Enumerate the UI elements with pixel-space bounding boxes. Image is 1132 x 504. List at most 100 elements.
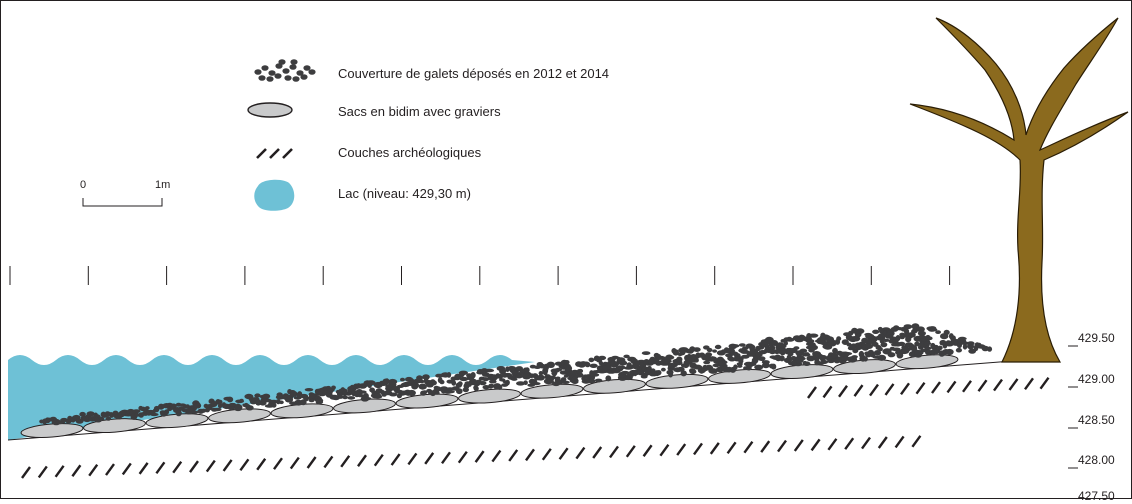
pebble bbox=[836, 336, 842, 341]
archaeological-layer-lower bbox=[21, 435, 922, 479]
pebble bbox=[451, 380, 457, 386]
hatch-mark bbox=[838, 385, 848, 398]
gravel-bag bbox=[645, 373, 709, 389]
pebble bbox=[779, 355, 785, 362]
pebble bbox=[686, 348, 694, 354]
pebble bbox=[605, 375, 612, 382]
hatch-mark bbox=[71, 464, 82, 477]
hatch-mark bbox=[1039, 376, 1050, 390]
pebble bbox=[872, 329, 880, 334]
pebble bbox=[577, 362, 585, 368]
pebble bbox=[957, 336, 967, 341]
pebble bbox=[676, 366, 685, 372]
hatch-mark bbox=[88, 463, 99, 477]
hatch-mark bbox=[869, 383, 879, 397]
pebble bbox=[380, 390, 386, 396]
pebble bbox=[331, 395, 339, 400]
gravel-bag bbox=[458, 388, 521, 404]
pebble bbox=[363, 397, 372, 401]
hatch-mark bbox=[807, 386, 817, 399]
pebble bbox=[881, 338, 890, 342]
pebble bbox=[799, 348, 808, 353]
pebble bbox=[968, 348, 977, 354]
pebble bbox=[488, 383, 495, 388]
pebble bbox=[689, 369, 697, 375]
hatch-mark bbox=[793, 439, 804, 452]
gravel-bag bbox=[708, 369, 771, 384]
hatch-mark bbox=[424, 452, 435, 465]
pebble bbox=[911, 323, 920, 330]
pebble bbox=[689, 354, 698, 360]
pebble bbox=[661, 367, 666, 372]
pebble bbox=[662, 359, 672, 364]
pebble bbox=[446, 372, 452, 378]
pebble bbox=[342, 395, 348, 400]
legend-label-layers: Couches archéologiques bbox=[338, 145, 482, 160]
pebble bbox=[284, 397, 294, 403]
pebble bbox=[536, 374, 545, 381]
hatch-mark bbox=[931, 381, 941, 394]
pebble bbox=[484, 368, 495, 373]
hatch-mark bbox=[993, 378, 1003, 392]
pebble bbox=[863, 356, 868, 362]
pebble bbox=[266, 76, 274, 82]
pebble bbox=[786, 354, 792, 360]
pebble bbox=[943, 329, 950, 336]
pebble bbox=[548, 375, 557, 380]
pebble bbox=[738, 358, 744, 364]
pebble bbox=[626, 364, 632, 369]
hatch-mark bbox=[239, 458, 250, 472]
pebble bbox=[459, 371, 466, 376]
pebble bbox=[431, 380, 437, 386]
pebble bbox=[641, 351, 651, 355]
pebble bbox=[911, 329, 918, 334]
pebble bbox=[640, 375, 648, 379]
tree-drawing bbox=[909, 17, 1129, 363]
pebble bbox=[923, 341, 932, 346]
pebble bbox=[407, 389, 416, 397]
pebble bbox=[957, 342, 962, 349]
pebble bbox=[722, 360, 728, 364]
pebble bbox=[254, 393, 261, 398]
pebble bbox=[618, 360, 628, 366]
pebble bbox=[112, 410, 119, 415]
pebble bbox=[771, 363, 777, 370]
gravel-bag bbox=[770, 364, 834, 379]
hatch-mark bbox=[894, 435, 905, 449]
hatch-mark bbox=[541, 448, 552, 461]
pebble bbox=[737, 364, 743, 368]
elevation-label: 428.00 bbox=[1078, 453, 1115, 467]
hatch-mark bbox=[474, 450, 485, 463]
hatch-mark bbox=[962, 380, 972, 393]
hatch-mark bbox=[760, 440, 771, 453]
pebble bbox=[546, 361, 555, 368]
pebble bbox=[676, 356, 683, 363]
pebble bbox=[898, 341, 906, 346]
hatch-mark bbox=[21, 466, 31, 479]
pebble bbox=[851, 355, 858, 359]
pebble bbox=[801, 352, 811, 357]
pebble bbox=[937, 345, 943, 351]
pebbles-icon bbox=[254, 59, 316, 82]
hatch-mark bbox=[155, 461, 166, 475]
hatch-mark bbox=[659, 443, 670, 457]
pebble bbox=[239, 398, 244, 403]
pebble bbox=[799, 355, 805, 361]
gravel-bag bbox=[20, 423, 84, 438]
pebble bbox=[254, 69, 262, 75]
pebble bbox=[927, 336, 933, 341]
pebble bbox=[417, 379, 426, 384]
pebble bbox=[190, 410, 199, 414]
hatch-mark bbox=[138, 462, 149, 475]
hatch-mark bbox=[407, 452, 418, 466]
gravel-bag-icon bbox=[247, 102, 293, 118]
pebble bbox=[680, 363, 687, 368]
hatch-mark bbox=[676, 443, 687, 456]
pebble bbox=[733, 364, 738, 370]
pebble bbox=[757, 356, 766, 361]
hatch-mark bbox=[609, 445, 619, 459]
hatch-mark bbox=[273, 457, 283, 470]
hatch-mark bbox=[946, 380, 957, 394]
hatch-mark bbox=[289, 456, 300, 470]
